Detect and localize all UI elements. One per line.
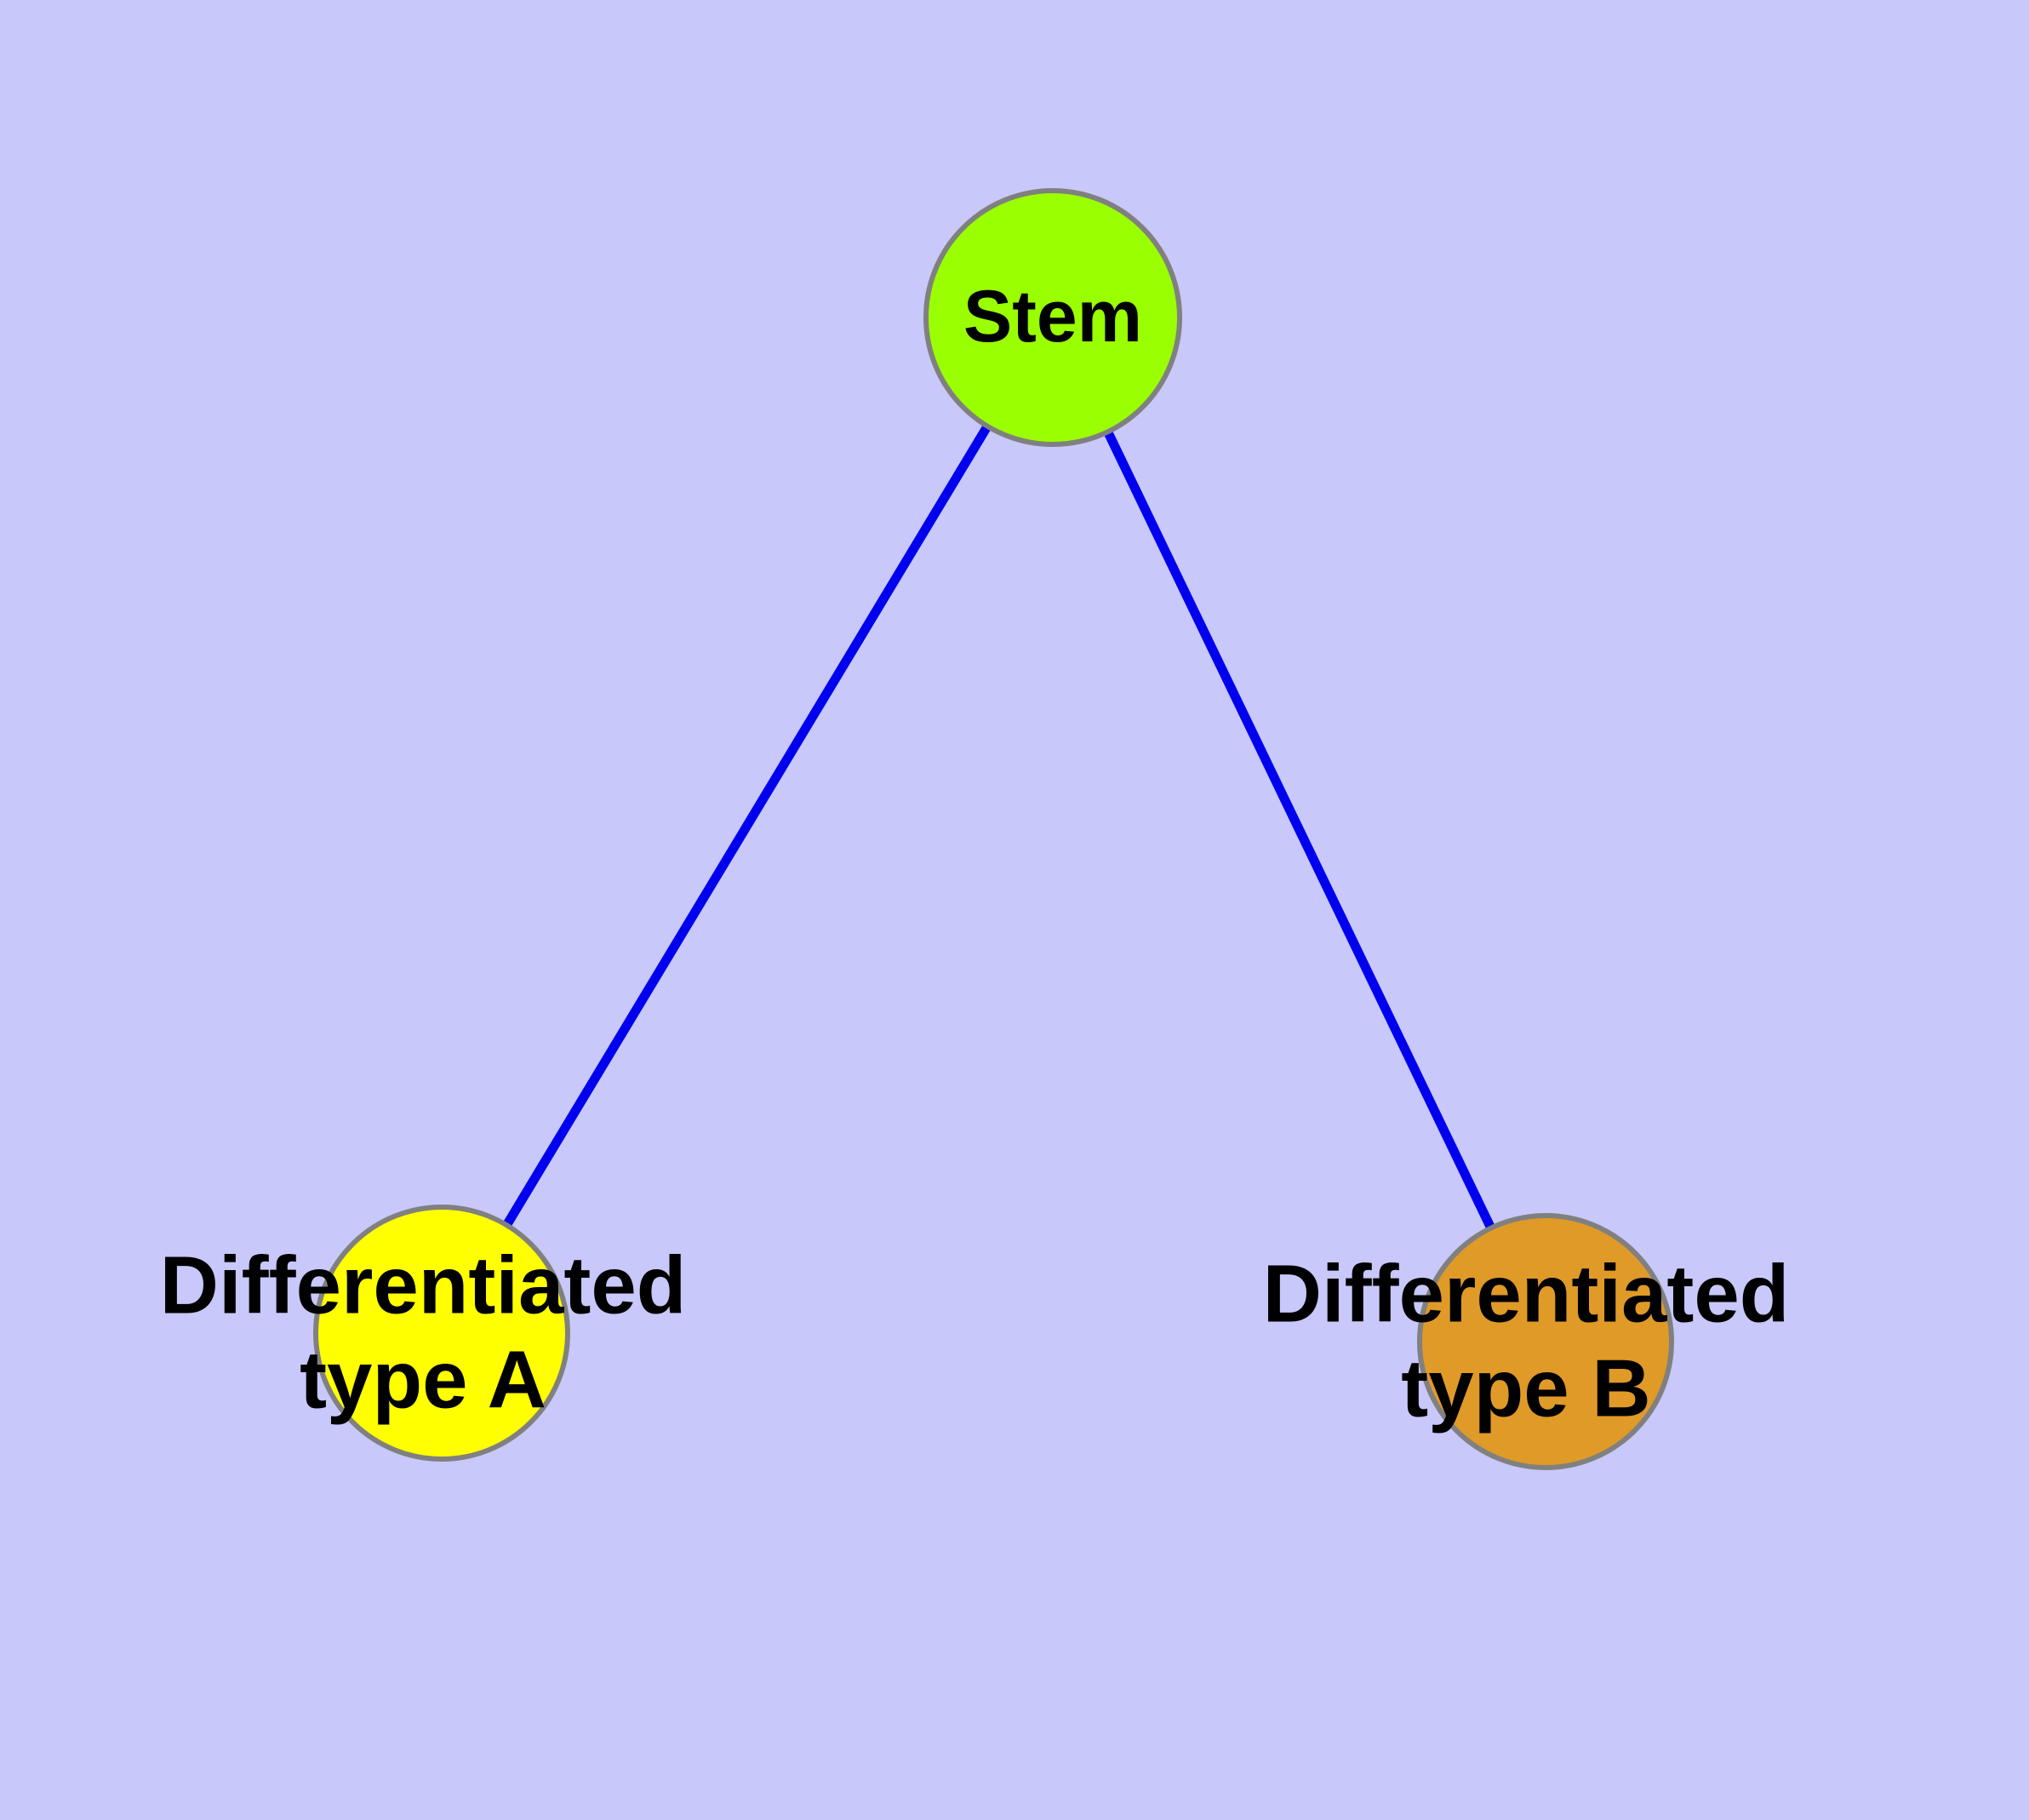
node-stem[interactable] xyxy=(923,188,1182,447)
edge-stem-to-type-b[interactable] xyxy=(1103,428,1496,1231)
edge-stem-to-type-a[interactable] xyxy=(502,422,992,1228)
node-differentiated-type-a[interactable] xyxy=(313,1205,570,1462)
node-layer xyxy=(313,188,1674,1470)
edge-layer xyxy=(502,422,1496,1231)
node-differentiated-type-b[interactable] xyxy=(1417,1213,1674,1470)
